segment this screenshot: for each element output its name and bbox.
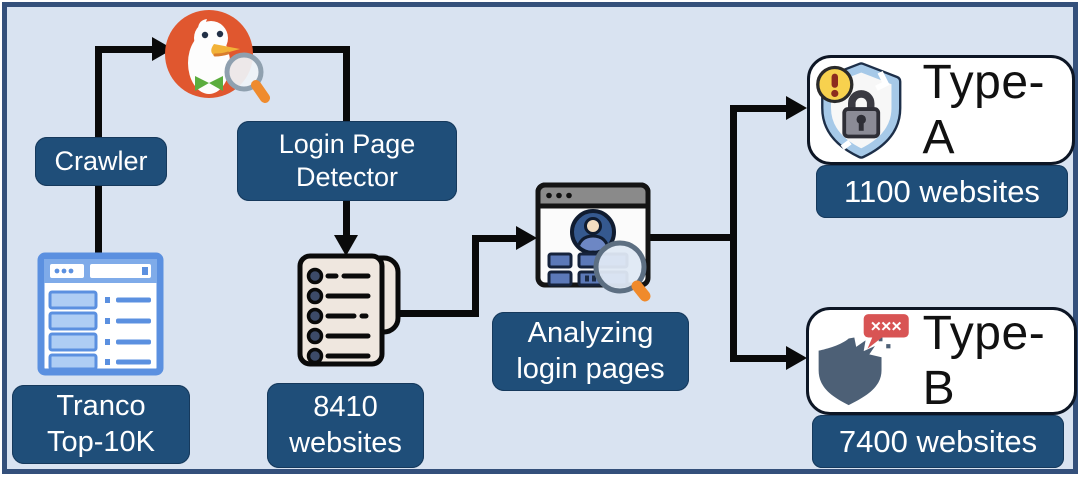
duckduckgo-logo — [165, 10, 270, 103]
notepad-list-icon — [297, 253, 401, 367]
connector-notepad-out — [399, 310, 479, 317]
arrowhead-into-type-a — [786, 96, 807, 120]
magnifier-icon — [593, 240, 647, 294]
broken-shield-error-icon: ××× — [818, 314, 909, 406]
connector-to-type-b — [730, 355, 788, 362]
count-1100-box: 1100 websites — [816, 165, 1068, 218]
connector-searchengine-right — [252, 46, 350, 53]
count-8410-box: 8410 websites — [267, 383, 424, 468]
type-a-label: Type-A — [922, 56, 1046, 164]
arrowhead-into-notepad — [334, 235, 358, 256]
analyzing-box: Analyzing login pages — [492, 312, 689, 391]
count-1100-label: 1100 websites — [844, 173, 1040, 209]
type-b-box: ××× Type-B — [806, 307, 1077, 415]
connector-notepad-up — [472, 235, 479, 317]
connector-to-type-a — [730, 105, 788, 112]
crawler-label: Crawler — [54, 146, 148, 177]
type-a-box: Type-A — [807, 55, 1075, 165]
analyzing-label: Analyzing login pages — [516, 317, 665, 385]
arrowhead-into-type-b — [786, 346, 807, 370]
count-7400-box: 7400 websites — [812, 415, 1064, 468]
shield-lock-warning-icon — [816, 62, 902, 159]
connector-into-analyzer — [472, 235, 518, 242]
login-detector-label: Login Page Detector — [278, 129, 416, 192]
login-detector-box: Login Page Detector — [237, 121, 457, 201]
connector-crawler-to-searchengine — [95, 46, 155, 53]
connector-split-vertical — [730, 105, 737, 362]
connector-analyzer-out — [649, 234, 737, 241]
count-8410-label: 8410 websites — [289, 391, 402, 459]
count-7400-label: 7400 websites — [838, 423, 1038, 459]
login-page-inspect-icon — [535, 182, 651, 302]
tranco-label: Tranco Top-10K — [46, 390, 155, 458]
website-ranking-list-icon — [37, 252, 164, 376]
crawler-label-box: Crawler — [35, 137, 167, 186]
type-b-bubble-text: ××× — [871, 316, 902, 336]
tranco-box: Tranco Top-10K — [12, 385, 190, 464]
type-b-label: Type-B — [922, 307, 1046, 415]
arrowhead-into-analyzer — [516, 226, 537, 250]
